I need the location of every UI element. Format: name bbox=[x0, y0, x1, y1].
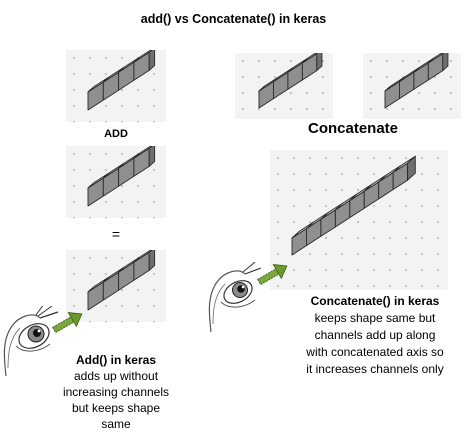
concat-output-tensor bbox=[270, 150, 448, 290]
concat-description: Concatenate() in keras keeps shape same … bbox=[287, 293, 463, 378]
concat-description-line: it increases channels only bbox=[306, 362, 444, 376]
cube bbox=[413, 57, 434, 90]
add-description: Add() in keras adds up without increasin… bbox=[46, 352, 186, 432]
concat-description-heading: Concatenate() in keras bbox=[310, 294, 440, 308]
cube bbox=[87, 172, 110, 207]
cube-row-4 bbox=[258, 53, 323, 109]
cube bbox=[392, 155, 416, 190]
eye-icon bbox=[208, 262, 262, 333]
cube bbox=[133, 50, 156, 81]
concat-input-tensor-1 bbox=[235, 53, 333, 119]
arrow-icon bbox=[257, 264, 288, 286]
page-title: add() vs Concatenate() in keras bbox=[140, 12, 327, 26]
concat-input-tensor-2 bbox=[363, 53, 461, 119]
cube-row-8 bbox=[291, 155, 416, 256]
add-input-tensor-2 bbox=[66, 146, 166, 218]
equals-sign: = bbox=[111, 226, 121, 242]
cube bbox=[133, 146, 156, 177]
add-description-line: adds up without bbox=[73, 369, 159, 383]
add-description-line: but keeps shape bbox=[71, 401, 161, 415]
cube bbox=[301, 53, 323, 81]
cube-row-graphic bbox=[87, 146, 156, 207]
cube-row-4 bbox=[87, 146, 156, 207]
cube bbox=[87, 76, 110, 111]
cube bbox=[427, 53, 449, 81]
cube bbox=[118, 56, 140, 91]
cube-row-graphic bbox=[291, 155, 416, 256]
cube-row-4 bbox=[87, 250, 156, 311]
eye-icon bbox=[3, 306, 59, 377]
cube-row-4 bbox=[87, 50, 156, 111]
add-description-line: increasing channels bbox=[62, 385, 170, 399]
concatenate-label: Concatenate bbox=[307, 120, 399, 137]
cube bbox=[133, 250, 156, 281]
add-input-tensor-1 bbox=[66, 50, 166, 122]
add-description-line: same bbox=[101, 417, 131, 431]
concat-description-line: channels add up along bbox=[314, 328, 436, 342]
arrow-icon bbox=[52, 312, 83, 334]
add-label: ADD bbox=[104, 128, 128, 140]
cube bbox=[272, 67, 294, 100]
concat-description-line: keeps shape same but bbox=[314, 311, 436, 325]
cube-row-graphic bbox=[258, 53, 323, 109]
concat-description-line: with concatenated axis so bbox=[306, 345, 444, 359]
add-output-tensor bbox=[66, 250, 166, 322]
cube-row-graphic bbox=[384, 53, 449, 109]
cube-row-graphic bbox=[87, 250, 156, 311]
add-description-heading: Add() in keras bbox=[75, 353, 156, 367]
cube-row-graphic bbox=[87, 50, 156, 111]
cube-row-4 bbox=[384, 53, 449, 109]
